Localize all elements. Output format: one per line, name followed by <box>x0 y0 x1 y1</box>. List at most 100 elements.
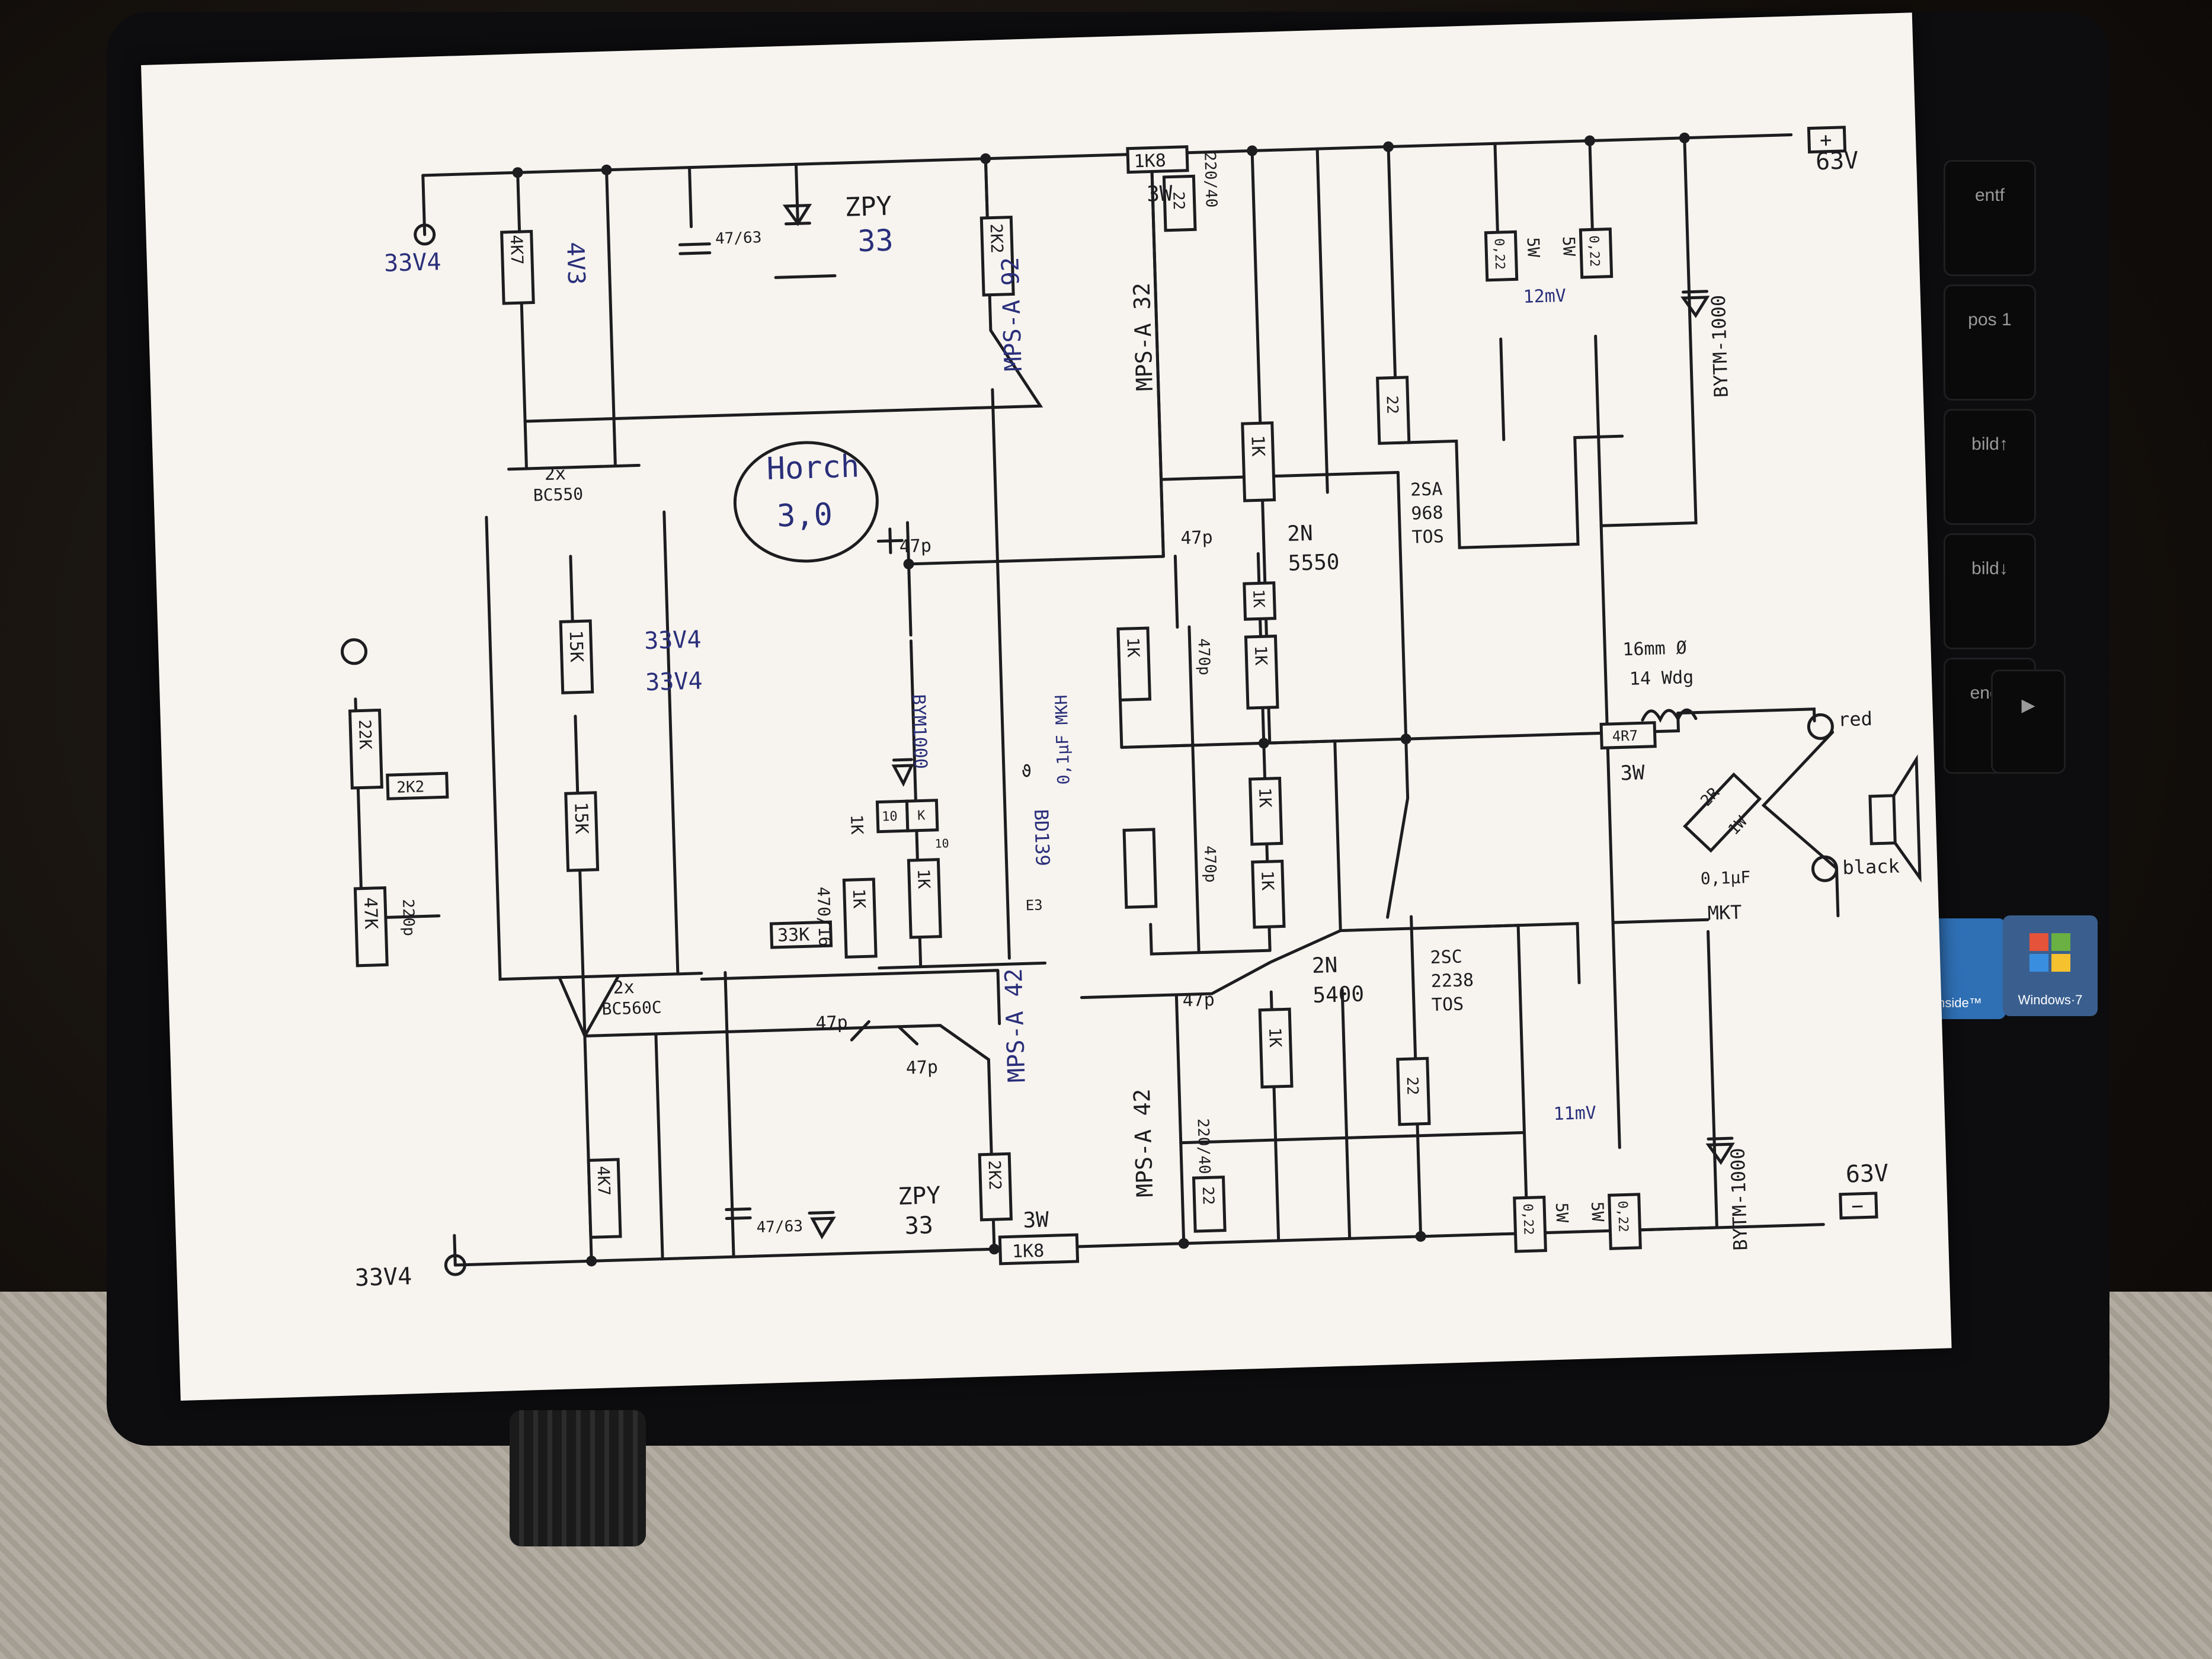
r-2k2-top: 2K2 <box>987 223 1007 254</box>
supply-pos-right-label: 63V <box>1815 147 1859 175</box>
r-022-d: 0,22 <box>1615 1200 1631 1232</box>
r-47k: 47K <box>360 897 382 930</box>
audio-connector <box>510 1410 646 1546</box>
schematic-labels: Horch 3,0 33V4 33V4 63V 63V + − 4V3 33V4… <box>354 128 1900 1292</box>
c-47p-d: 47p <box>1180 527 1213 549</box>
cap-top-left: 47/63 <box>715 229 762 248</box>
r-4k7-top: 4K7 <box>507 235 527 265</box>
r-2k2-bottom: 2K2 <box>984 1160 1004 1191</box>
pot-label-10: 10 <box>934 836 949 851</box>
zener-top-label: ZPY <box>844 191 892 223</box>
minus-sign: − <box>1851 1194 1864 1219</box>
supply-pos-left-label: 33V4 <box>383 248 441 277</box>
cap-01-mkt-b: MKT <box>1707 901 1742 924</box>
r-33k: 33K <box>777 924 810 946</box>
r-1k-c: 1K <box>847 814 867 835</box>
t-2n5550: 2N <box>1287 521 1314 546</box>
coil-label-b: 14 Wdg <box>1629 667 1694 690</box>
speaker-red-label: red <box>1838 707 1872 731</box>
key-pos1[interactable]: pos 1 <box>1944 284 2036 401</box>
windows-sticker-text: Windows·7 <box>2018 992 2083 1007</box>
capacitors-and-diodes <box>341 126 1922 1276</box>
key-entf[interactable]: entf <box>1944 160 2036 276</box>
r-1k-vbe2: 1K <box>1249 589 1267 608</box>
windows-sticker: Windows·7 <box>2003 915 2098 1016</box>
note-title: Horch <box>766 449 860 487</box>
c-220p: 220p <box>399 899 418 936</box>
note-version: 3,0 <box>776 497 833 534</box>
r-1k8-bottom: 1K8 <box>1012 1241 1045 1263</box>
t-2n5400: 2N <box>1311 953 1338 978</box>
r-22-driver-top: 22 <box>1382 395 1401 414</box>
arrow-right-icon: ▶ <box>2021 696 2035 715</box>
cap-01-mkt: 0,1μF <box>1700 867 1750 888</box>
plus-sign: + <box>1819 128 1832 152</box>
supply-neg-left-label: 33V4 <box>354 1263 412 1292</box>
diode-top-label: BYTM-1000 <box>1707 294 1733 398</box>
key-entf-label: entf <box>1974 185 2005 205</box>
r-4r7-w: 3W <box>1620 761 1646 785</box>
key-bild-down[interactable]: bild↓ <box>1944 533 2036 649</box>
resistors <box>348 145 1762 1266</box>
zener-top-value: 33 <box>857 223 894 258</box>
t-2sc2238-b: 2238 <box>1430 970 1474 992</box>
r-1k-bottom: 1K <box>1265 1027 1285 1048</box>
bottom-cap-220-40: 220/40 <box>1194 1118 1214 1174</box>
bottom-r-22: 22 <box>1199 1186 1217 1205</box>
key-pos1-label: pos 1 <box>1968 310 2012 329</box>
r-1k-a: 1K <box>849 888 869 909</box>
amplifier-schematic: Horch 3,0 33V4 33V4 63V 63V + − 4V3 33V4… <box>341 126 1922 1292</box>
zener-bottom-value: 33 <box>904 1212 934 1240</box>
key-bild-up-label: bild↑ <box>1971 434 2008 454</box>
r-2k2-in: 2K2 <box>396 778 425 796</box>
key-bild-up[interactable]: bild↑ <box>1944 409 2036 525</box>
pair-top: 2x <box>544 463 566 485</box>
t-2sc2238-c: TOS <box>1432 994 1464 1016</box>
key-bild-down-label: bild↓ <box>1971 559 2008 578</box>
t-mps-a92: MPS-A 92 <box>997 257 1027 371</box>
r-022-c: 0,22 <box>1520 1203 1536 1235</box>
c-470p-a: 470p <box>1194 638 1213 675</box>
r-15k-b: 15K <box>570 802 592 834</box>
w5-a: 5W <box>1523 237 1544 258</box>
key-arrow-right[interactable]: ▶ <box>1991 670 2066 774</box>
c-470p-b: 470p <box>1201 845 1219 883</box>
w5-d: 5W <box>1587 1201 1608 1222</box>
c-47p-b: 47p <box>815 1012 848 1034</box>
zener-bottom-label: ZPY <box>898 1182 942 1210</box>
mid-plus-label: 33V4 <box>644 626 702 655</box>
bias-bottom: 11mV <box>1553 1103 1596 1125</box>
t-mps-a32: MPS-A 32 <box>1129 282 1158 391</box>
w5-c: 5W <box>1552 1202 1572 1223</box>
r-4r7: 4R7 <box>1612 728 1638 745</box>
r-22k: 22K <box>355 719 375 750</box>
schematic-wires <box>354 133 1840 1267</box>
r-1k-vbe4: 1K <box>1255 787 1275 808</box>
cap-470-16: 470/16 <box>814 886 835 947</box>
r-4k7-bottom: 4K7 <box>593 1165 613 1196</box>
horch-note <box>733 441 879 563</box>
r-022-a: 0,22 <box>1491 238 1507 270</box>
voltage-4v3: 4V3 <box>561 242 590 286</box>
r-1k8-bottom-w: 3W <box>1023 1208 1049 1232</box>
top-r-1k: 1K <box>1247 435 1268 457</box>
t-2n5400-b: 5400 <box>1313 982 1365 1008</box>
r-15k-a: 15K <box>565 630 587 662</box>
r-1k-vbe5: 1K <box>1257 870 1278 891</box>
windows-logo-icon <box>2029 933 2070 972</box>
cap-01-mkh: 0,1μF MKH <box>1051 694 1073 785</box>
c-47p-a: 47p <box>899 536 931 558</box>
pair-bottom-type: BC560C <box>601 998 662 1019</box>
coil-label: 16mm Ø <box>1622 638 1687 660</box>
pair-bottom: 2x <box>613 977 635 998</box>
supply-neg-right-label: 63V <box>1845 1160 1889 1188</box>
w5-b: 5W <box>1559 236 1579 257</box>
top-r-22: 22 <box>1169 191 1187 210</box>
t-2sc2238: 2SC <box>1430 947 1462 969</box>
r-1k-b: 1K <box>914 869 934 889</box>
c-47p-c: 47p <box>905 1057 938 1079</box>
t-mps-a42: MPS-A 42 <box>1000 968 1031 1083</box>
bias-top: 12mV <box>1523 286 1566 308</box>
r-10k: 10 <box>882 809 898 825</box>
